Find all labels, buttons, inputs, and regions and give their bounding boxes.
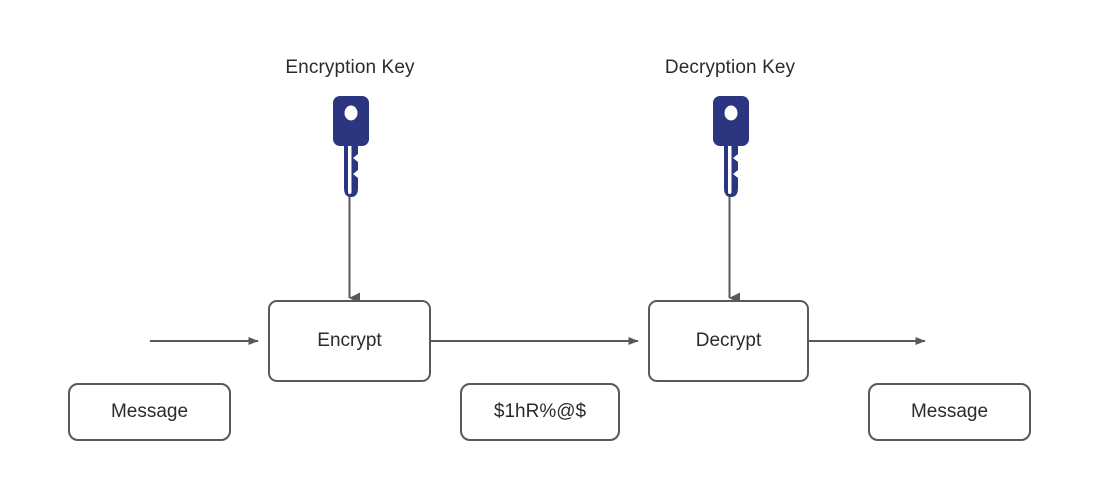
encryption-key-label: Encryption Key — [285, 57, 415, 78]
ciphertext-node[interactable]: $1hR%@$ — [460, 383, 620, 441]
decryption-key-label: Decryption Key — [664, 57, 796, 78]
message-input-node[interactable]: Message — [68, 383, 231, 441]
decryption-key-icon — [713, 96, 749, 197]
message-output-node[interactable]: Message — [868, 383, 1031, 441]
encrypt-node[interactable]: Encrypt — [268, 300, 431, 382]
encryption-key-icon — [333, 96, 369, 197]
decrypt-node[interactable]: Decrypt — [648, 300, 809, 382]
